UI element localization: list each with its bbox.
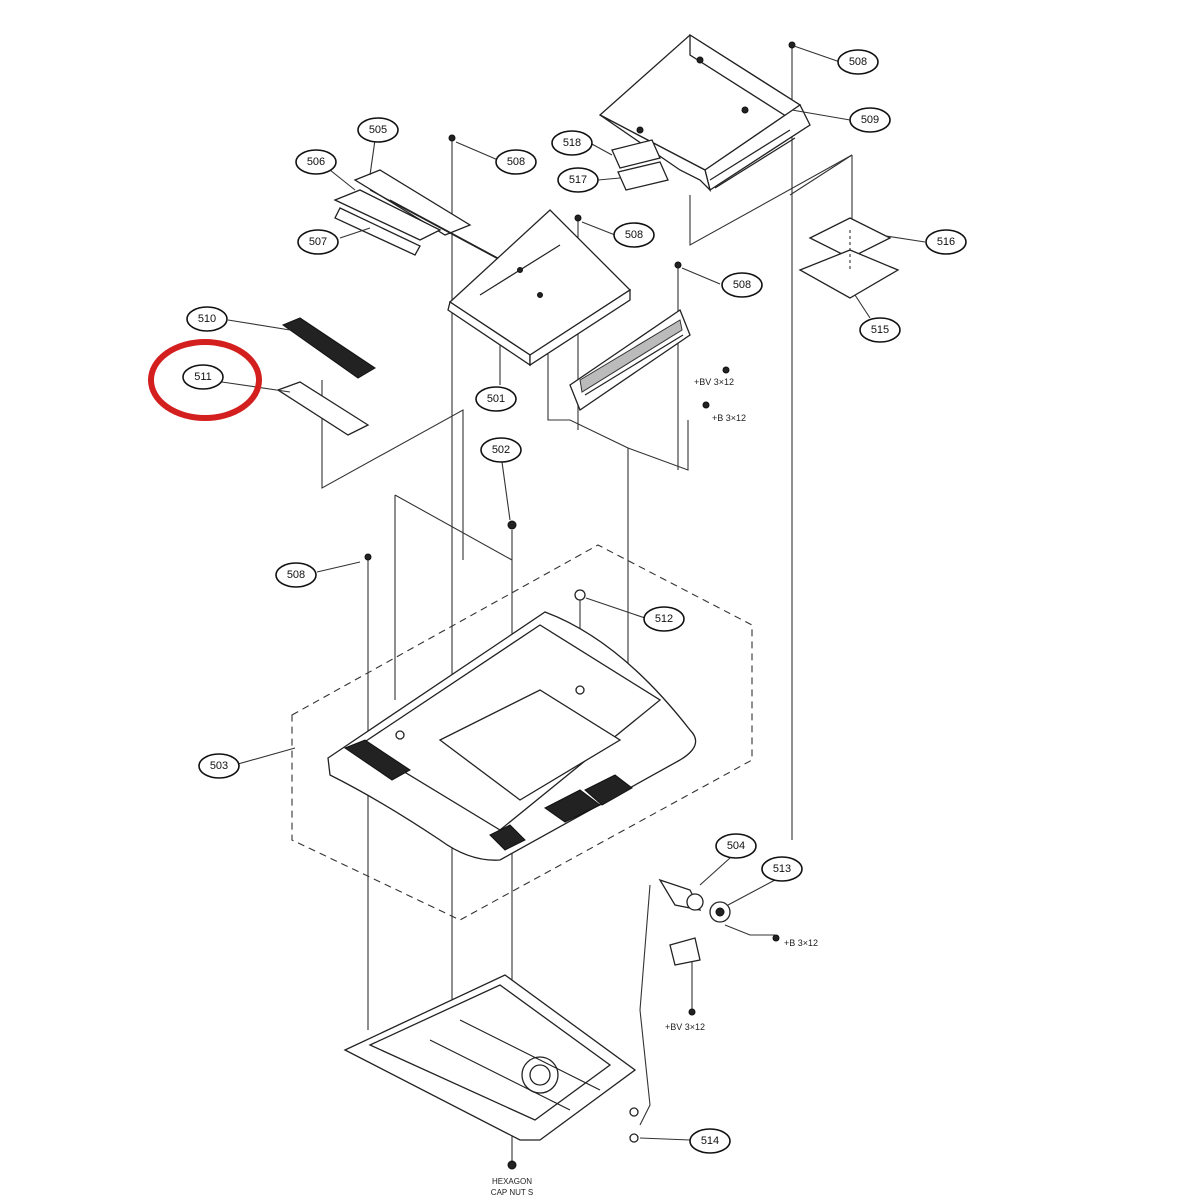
- svg-text:501: 501: [487, 393, 505, 405]
- callout-512: 512: [643, 606, 685, 632]
- callout-511: 511: [182, 364, 224, 390]
- svg-text:508: 508: [733, 279, 751, 291]
- callout-502: 502: [480, 437, 522, 463]
- callout-510: 510: [186, 306, 228, 332]
- svg-text:513: 513: [773, 863, 791, 875]
- svg-text:517: 517: [569, 174, 587, 186]
- screw-note: +B 3×12: [712, 413, 746, 423]
- svg-text:508: 508: [507, 156, 525, 168]
- part-clip: [669, 937, 701, 966]
- svg-text:505: 505: [369, 124, 387, 136]
- callout-509: 509: [849, 107, 891, 133]
- callout-508: 508: [495, 149, 537, 175]
- svg-text:512: 512: [655, 613, 673, 625]
- svg-text:508: 508: [849, 56, 867, 68]
- part-518-label: [611, 139, 661, 169]
- callout-518: 518: [551, 130, 593, 156]
- part-505-507-cables: [333, 169, 521, 271]
- callout-leaders: [221, 45, 926, 1141]
- svg-text:515: 515: [871, 324, 889, 336]
- callout-506: 506: [295, 149, 337, 175]
- part-connector-board: [569, 309, 691, 411]
- hexagon-cap-nut-label: CAP NUT S: [491, 1188, 533, 1197]
- screws: [364, 41, 796, 1170]
- screw-note: +BV 3×12: [694, 377, 734, 387]
- callout-503: 503: [198, 753, 240, 779]
- callout-508: 508: [275, 562, 317, 588]
- screw-note: +B 3×12: [784, 938, 818, 948]
- svg-text:509: 509: [861, 114, 879, 126]
- hexagon-cap-nut-label: HEXAGON: [492, 1177, 532, 1186]
- callout-516: 516: [925, 229, 967, 255]
- part-517-label: [617, 161, 669, 191]
- callout-508: 508: [837, 49, 879, 75]
- part-510: [281, 317, 376, 379]
- svg-text:506: 506: [307, 156, 325, 168]
- part-509-bracket: [598, 33, 811, 193]
- svg-text:503: 503: [210, 760, 228, 772]
- svg-text:508: 508: [625, 229, 643, 241]
- svg-text:511: 511: [194, 371, 212, 383]
- part-503-chassis: [327, 611, 697, 861]
- svg-text:508: 508: [287, 569, 305, 581]
- part-515-sheet: [798, 249, 900, 299]
- svg-text:504: 504: [727, 840, 745, 852]
- callout-515: 515: [859, 317, 901, 343]
- highlight-circle-511: [148, 339, 262, 421]
- screw-note: +BV 3×12: [665, 1022, 705, 1032]
- callout-508: 508: [613, 222, 655, 248]
- svg-text:514: 514: [701, 1135, 719, 1147]
- svg-text:507: 507: [309, 236, 327, 248]
- svg-text:510: 510: [198, 313, 216, 325]
- callout-505: 505: [357, 117, 399, 143]
- callout-514: 514: [689, 1128, 731, 1154]
- svg-text:518: 518: [563, 137, 581, 149]
- callout-501: 501: [475, 386, 517, 412]
- part-504: [658, 878, 704, 911]
- part-base-tray: [343, 974, 637, 1141]
- part-513: [709, 901, 731, 923]
- callout-508: 508: [721, 272, 763, 298]
- callout-513: 513: [761, 856, 803, 882]
- assembly-503-outline: [291, 544, 753, 921]
- callout-517: 517: [557, 167, 599, 193]
- svg-text:516: 516: [937, 236, 955, 248]
- callout-504: 504: [715, 833, 757, 859]
- part-501-shield: [447, 209, 632, 367]
- part-511: [276, 381, 370, 436]
- svg-text:502: 502: [492, 444, 510, 456]
- callout-507: 507: [297, 229, 339, 255]
